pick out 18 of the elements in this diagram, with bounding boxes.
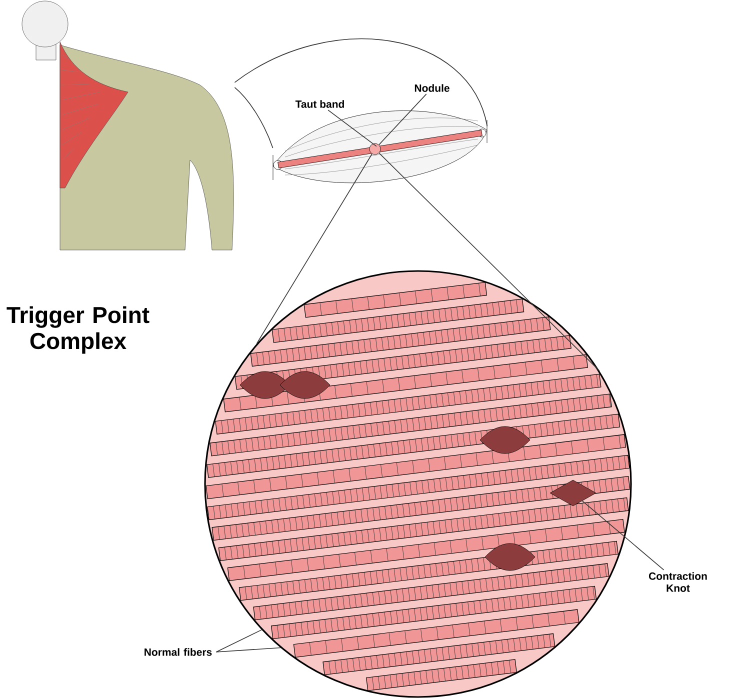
part-label: Nodule [414,84,450,92]
leader-line [216,629,262,652]
leader-line [582,500,664,570]
part-label: Taut band [295,100,344,108]
part-label: Normal fibers [144,648,212,656]
back-drawing [22,0,234,250]
contraction-knot [550,480,596,506]
leader-line [328,110,377,147]
magnification-line [234,87,274,148]
leader-line [216,647,281,652]
part-label: Contraction Knot [648,572,707,592]
magnification-line [256,153,372,344]
taut-band [278,130,482,168]
magnification-line [378,152,600,372]
nodule [369,143,381,155]
magnification-line [234,38,488,127]
title: Trigger Point Complex [6,306,150,354]
leader-line [378,94,427,146]
